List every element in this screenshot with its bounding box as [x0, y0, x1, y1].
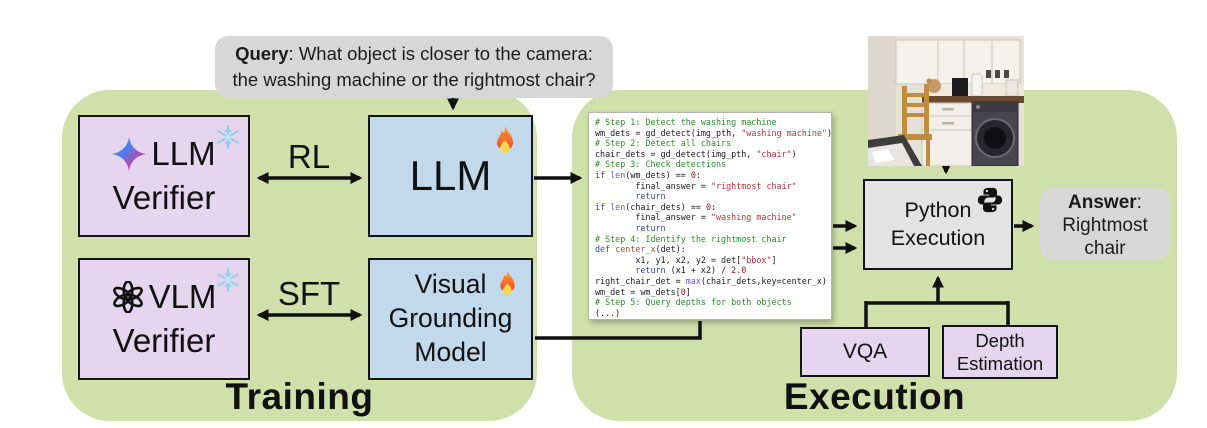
answer-line3: chair	[1084, 238, 1126, 259]
depth-label-2: Estimation	[956, 353, 1044, 374]
python-code-block: # Step 1: Detect the washing machine wm_…	[588, 112, 832, 320]
llm-verifier-label-1: LLM	[151, 135, 216, 173]
python-icon	[977, 187, 1003, 213]
llm-verifier-label-2: Verifier	[112, 179, 216, 216]
vlm-verifier-label-2: Verifier	[112, 322, 216, 359]
llm-box: LLM	[368, 115, 533, 237]
query-text: : What object is closer to the camera:	[288, 43, 593, 64]
python-box-label-1: Python	[904, 197, 972, 222]
training-section-label: Training	[225, 376, 374, 417]
visual-grounding-model-box: Visual Grounding Model	[368, 258, 533, 380]
answer-line1: Answer:	[1040, 191, 1170, 214]
answer-label: Answer	[1068, 192, 1137, 213]
llm-verifier-line1: LLM	[112, 132, 216, 176]
vgm-label-1: Visual	[414, 269, 487, 300]
vgm-label-3: Model	[414, 336, 487, 367]
openai-icon	[112, 280, 143, 314]
answer-colon: :	[1136, 192, 1142, 213]
snowflake-icon	[217, 268, 239, 292]
vlm-verifier-line1: VLM	[112, 275, 217, 319]
sft-label: SFT	[277, 275, 341, 312]
execution-section-label: Execution	[783, 376, 966, 417]
answer-bubble: Answer: Rightmost chair	[1040, 188, 1170, 260]
llm-box-label: LLM	[409, 152, 492, 199]
vqa-label: VQA	[842, 340, 888, 363]
depth-estimation-box: Depth Estimation	[942, 325, 1058, 379]
llm-verifier-box: LLM Verifier	[78, 115, 250, 237]
query-label: Query	[235, 43, 289, 64]
vlm-verifier-label-1: VLM	[148, 278, 217, 316]
vlm-verifier-box: VLM Verifier	[78, 258, 250, 380]
query-line1: Query: What object is closer to the came…	[215, 41, 613, 67]
python-execution-box: Python Execution	[863, 179, 1013, 270]
answer-line2: Rightmost	[1062, 215, 1148, 236]
python-box-label-2: Execution	[890, 225, 986, 250]
depth-label-1: Depth	[975, 329, 1025, 351]
query-line2: the washing machine or the rightmost cha…	[232, 69, 596, 90]
query-bubble: Query: What object is closer to the came…	[215, 36, 613, 98]
snowflake-icon	[217, 125, 239, 149]
vqa-box: VQA	[800, 327, 930, 377]
kitchen-photo-image	[868, 36, 1024, 166]
rl-label: RL	[287, 138, 331, 175]
gemini-sparkle-icon	[112, 136, 147, 171]
flame-icon	[500, 271, 515, 295]
flame-icon	[496, 126, 514, 154]
vgm-label-2: Grounding	[388, 303, 513, 334]
